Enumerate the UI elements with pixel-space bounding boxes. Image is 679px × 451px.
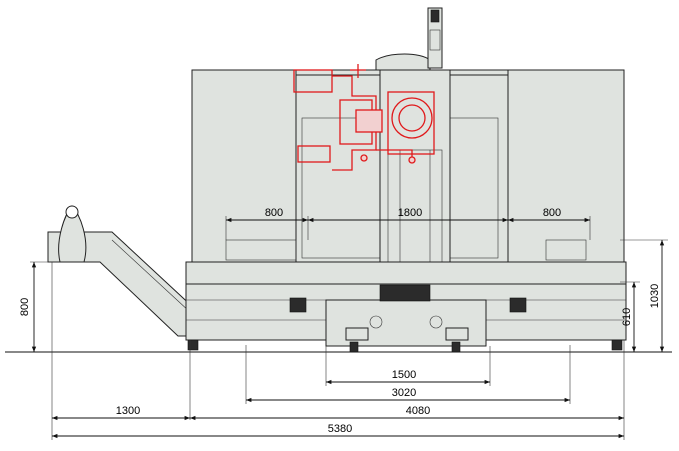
label-top-left-width: 800 xyxy=(265,207,283,219)
label-table-width: 1500 xyxy=(392,369,416,381)
label-top-right-width: 800 xyxy=(543,207,561,219)
machine-column xyxy=(375,7,451,271)
tool-changer-overlay xyxy=(293,64,435,171)
label-right-height-table: 610 xyxy=(621,308,633,326)
label-overall-width: 5380 xyxy=(328,423,352,435)
label-base-width: 3020 xyxy=(392,387,416,399)
chip-conveyor xyxy=(47,205,197,337)
label-left-extension: 1300 xyxy=(116,405,140,417)
dimension-lines xyxy=(31,217,665,439)
label-right-height-total: 1030 xyxy=(649,284,661,308)
label-left-height: 800 xyxy=(19,298,31,316)
label-machine-width: 4080 xyxy=(406,405,430,417)
label-top-center-width: 1800 xyxy=(398,207,422,219)
dimension-labels: 800 1800 800 1500 3020 1300 4080 5380 80… xyxy=(19,207,661,435)
machine-base xyxy=(185,261,627,353)
